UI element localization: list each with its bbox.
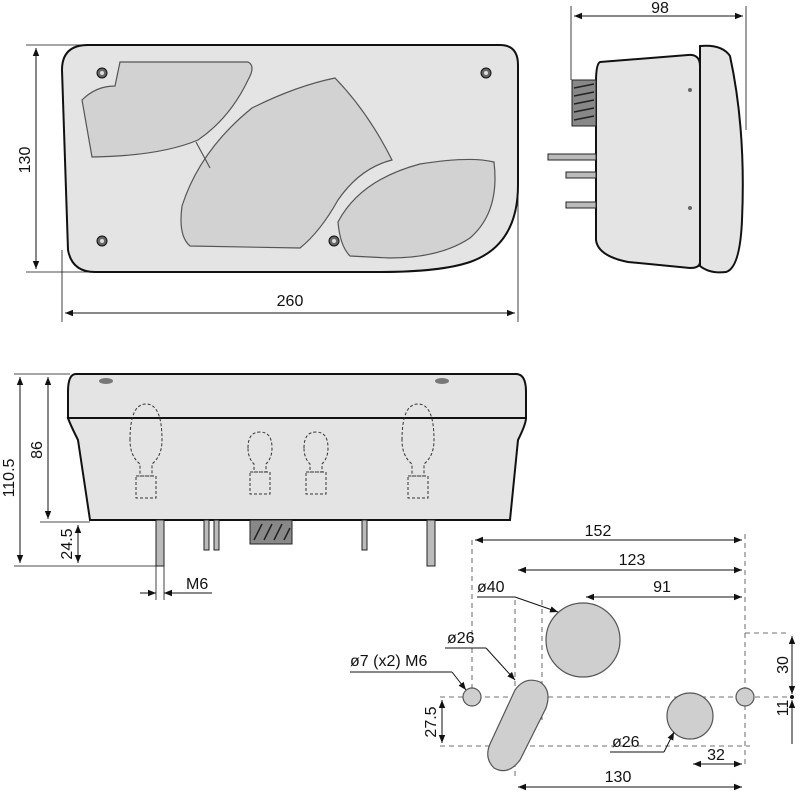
- bottom-view: 110.5 86 24.5 M6: [1, 373, 528, 600]
- lens-center: [180, 77, 393, 249]
- dim-130-label: 130: [605, 769, 632, 786]
- side-pin-1: [547, 153, 597, 161]
- mounting-screw-top-right: [480, 67, 492, 79]
- bottom-pin-right: [426, 519, 436, 567]
- front-view: 130 260: [17, 44, 519, 322]
- dia-40-label: ø40: [477, 579, 505, 596]
- lens-right: [337, 158, 496, 259]
- hole-diameter-7-left: [462, 687, 482, 707]
- bottom-connector-3: [361, 519, 368, 551]
- bulb-small-right: [303, 431, 329, 495]
- dia-7-label: ø7 (x2) M6: [350, 653, 427, 670]
- overall-height-label: 110.5: [1, 458, 18, 497]
- dim-123-label: 123: [619, 552, 646, 569]
- dim-11-label: 11: [775, 700, 792, 717]
- bottom-pin-left: [155, 519, 165, 567]
- mounting-screw-bottom-left: [96, 235, 108, 247]
- side-pin-3: [565, 201, 597, 209]
- side-view: 98: [547, 0, 747, 274]
- body-height-label: 86: [29, 441, 46, 459]
- hole-diameter-26: [666, 692, 714, 740]
- hole-diameter-40: [545, 602, 621, 678]
- mounting-screw-top-left: [96, 67, 108, 79]
- leader-diameter-40: [514, 596, 559, 613]
- hole-diameter-7-right: [735, 687, 755, 707]
- thread-label: M6: [186, 576, 208, 593]
- dim-91-label: 91: [653, 579, 671, 596]
- lamp-side-lens: [699, 44, 744, 274]
- mounting-screw-bottom-center: [328, 235, 340, 247]
- bottom-cable-gland: [249, 519, 293, 545]
- bulb-small-left: [247, 431, 273, 495]
- dim-152-label: 152: [585, 523, 612, 540]
- lamp-side-body: [595, 53, 701, 270]
- pin-length-label: 24.5: [59, 528, 76, 559]
- lamp-bottom-cap: [67, 373, 527, 419]
- side-depth-label: 98: [651, 0, 669, 17]
- leader-diameter-7: [451, 671, 467, 691]
- dim-27-5-label: 27.5: [423, 706, 440, 737]
- lamp-bottom-housing: [66, 417, 528, 521]
- dim-30-label: 30: [775, 656, 792, 674]
- lens-upper-left: [81, 61, 253, 158]
- slot-diameter-26: [487, 679, 549, 772]
- hole-pattern: 152 123 91 130 32 30 11 27.5 ø40 ø26 ø7 …: [350, 523, 796, 791]
- dia-26-bottom-label: ø26: [612, 734, 640, 751]
- leader-diameter-26-hole: [663, 731, 675, 753]
- bottom-connector-1: [203, 519, 210, 551]
- front-height-label: 130: [17, 147, 34, 174]
- dia-26-top-label: ø26: [447, 630, 475, 647]
- bulb-large-left: [129, 403, 163, 499]
- bottom-connector-2: [213, 519, 220, 551]
- side-pin-2: [565, 171, 597, 179]
- front-width-label: 260: [277, 293, 304, 310]
- leader-diameter-26-slot: [485, 647, 516, 681]
- dim-32-label: 32: [707, 747, 725, 764]
- bulb-large-right: [401, 403, 435, 499]
- cable-gland-thread: [573, 83, 595, 121]
- lens-divider: [195, 141, 211, 169]
